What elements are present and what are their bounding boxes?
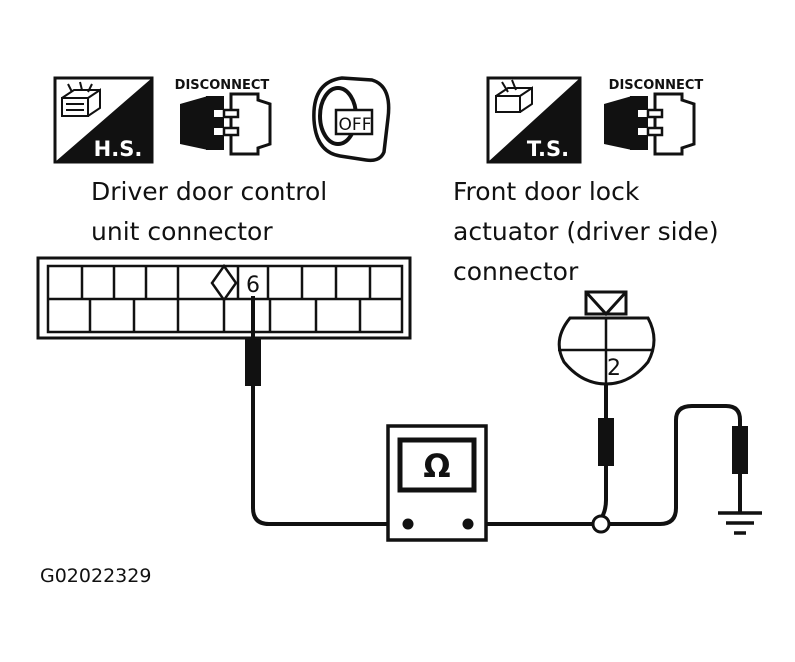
disconnect-label-left: DISCONNECT bbox=[175, 78, 270, 93]
actuator-connector: 2 bbox=[557, 290, 656, 386]
probe-ground bbox=[732, 426, 748, 474]
actuator-pin-number: 2 bbox=[607, 356, 621, 381]
ddcu-connector-label: Driver door control unit connector bbox=[91, 172, 327, 252]
ddcu-label-line2: unit connector bbox=[91, 217, 273, 246]
ddcu-label-line1: Driver door control bbox=[91, 177, 328, 206]
ignition-key-off-icon: OFF bbox=[312, 76, 391, 163]
hand-sensor-icon: H.S. bbox=[53, 76, 154, 164]
disconnect-label-right: DISCONNECT bbox=[609, 78, 704, 93]
ts-label: T.S. bbox=[527, 137, 569, 161]
meter-terminal-right bbox=[462, 518, 474, 530]
junction-point bbox=[591, 514, 611, 534]
actuator-label-line2: actuator (driver side) bbox=[453, 217, 719, 246]
meter-terminal-left bbox=[402, 518, 414, 530]
hs-label: H.S. bbox=[94, 137, 143, 161]
actuator-label-line1: Front door lock bbox=[453, 177, 640, 206]
key-off-label: OFF bbox=[339, 115, 372, 135]
wires bbox=[251, 296, 742, 526]
ohmmeter-icon: Ω bbox=[386, 424, 488, 542]
disconnect-icon: DISCONNECT bbox=[175, 78, 272, 156]
disconnect-icon: DISCONNECT bbox=[604, 78, 704, 156]
actuator-connector-label: Front door lock actuator (driver side) c… bbox=[453, 172, 719, 292]
actuator-label-line3: connector bbox=[453, 257, 579, 286]
ddcu-pin-number: 6 bbox=[246, 273, 260, 298]
ddcu-connector: 6 bbox=[36, 256, 412, 340]
ground-icon bbox=[718, 511, 762, 535]
tool-setup-icon: T.S. bbox=[486, 76, 582, 164]
ohm-symbol: Ω bbox=[423, 447, 450, 485]
figure-code: G02022329 bbox=[40, 565, 152, 587]
probe-ddcu bbox=[245, 338, 261, 386]
probe-actuator bbox=[598, 418, 614, 466]
